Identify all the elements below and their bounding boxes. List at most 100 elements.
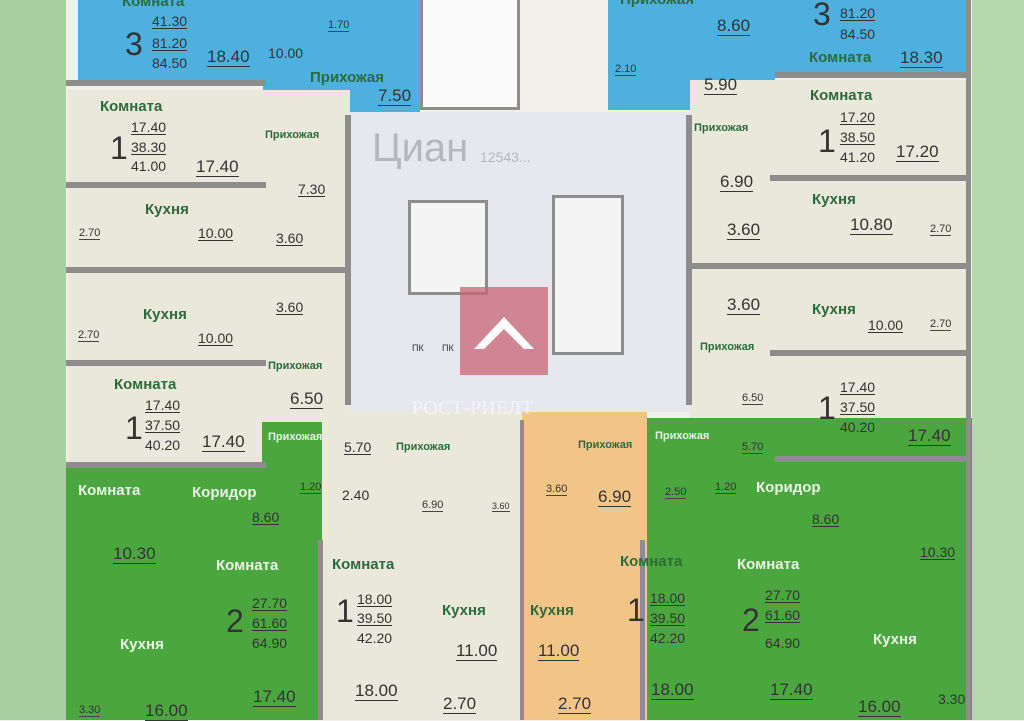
wc-area: 1.70 xyxy=(328,19,350,32)
total-area: 81.20 xyxy=(840,5,876,21)
hall-label: Прихожая xyxy=(310,69,385,86)
listing-id-watermark: 12543... xyxy=(480,149,531,165)
hall-label: Прихожая xyxy=(268,431,323,443)
kitchen-label: Кухня xyxy=(812,301,856,318)
living-area: 17.40 xyxy=(131,119,167,135)
total-with-balcony: 84.50 xyxy=(840,26,876,42)
room-label: Комната xyxy=(620,553,683,570)
living-area: 18.00 xyxy=(650,590,686,606)
kitchen-label: Кухня xyxy=(530,602,574,619)
wc-area: 1.20 xyxy=(715,481,737,494)
room-count: 2 xyxy=(226,603,244,639)
total-area: 61.60 xyxy=(765,607,801,623)
hall-label: Прихожая xyxy=(694,122,749,134)
room-area: 10.30 xyxy=(920,544,956,560)
hall-label: Прихожая xyxy=(265,129,320,141)
apt1-mid-right-fill xyxy=(522,412,647,720)
room-label: Комната xyxy=(216,557,279,574)
living-area: 17.40 xyxy=(145,397,181,413)
balcony-area: 3.30 xyxy=(938,691,966,707)
room-count: 1 xyxy=(818,390,836,426)
wall xyxy=(66,80,266,86)
stairwell xyxy=(420,0,520,110)
hall-area: 7.50 xyxy=(378,86,412,106)
kitchen-area: 10.00 xyxy=(868,317,904,333)
total-area: 37.50 xyxy=(840,399,876,415)
wall xyxy=(770,175,970,181)
total-with-balcony: 41.00 xyxy=(131,158,167,174)
kitchen-label: Кухня xyxy=(442,602,486,619)
room-area: 18.00 xyxy=(651,680,694,700)
room-area: 10.00 xyxy=(268,45,304,61)
wall xyxy=(775,456,971,462)
living-area: 27.70 xyxy=(765,587,801,603)
kitchen-label: Кухня xyxy=(120,636,164,653)
wc-area: 1.20 xyxy=(300,481,322,494)
bath-area: 3.60 xyxy=(276,299,304,315)
elevator-shaft xyxy=(408,200,488,295)
total-with-balcony: 84.50 xyxy=(152,55,188,71)
hall-area: 6.90 xyxy=(720,172,754,192)
wall xyxy=(345,115,351,405)
room-label: Комната xyxy=(332,556,395,573)
wall xyxy=(318,540,323,720)
corridor-label: Коридор xyxy=(756,479,821,496)
elevator-shaft xyxy=(552,195,624,355)
total-with-balcony: 64.90 xyxy=(252,635,288,651)
agency-logo xyxy=(460,287,548,375)
hall-area: 5.70 xyxy=(344,439,372,455)
wc-area: 2.10 xyxy=(615,63,637,76)
room-label: Комната xyxy=(78,482,141,499)
total-area: 81.20 xyxy=(152,35,188,51)
wall xyxy=(66,462,266,468)
hall-area: 6.50 xyxy=(290,389,324,409)
room-label: Комната xyxy=(100,98,163,115)
total-with-balcony: 42.20 xyxy=(650,630,686,646)
kitchen-label: Кухня xyxy=(873,631,917,648)
corridor-label: Коридор xyxy=(192,484,257,501)
hall-area: 8.60 xyxy=(717,16,751,36)
room-count: 3 xyxy=(813,0,831,32)
room-count: 2 xyxy=(742,602,760,638)
room-area: 17.40 xyxy=(908,426,951,446)
room-label: Комната xyxy=(809,49,872,66)
hall-label: Прихожая xyxy=(268,360,323,372)
bath-area: 3.60 xyxy=(727,295,761,315)
fire-hydrant-label: ПК xyxy=(442,343,454,353)
total-with-balcony: 42.20 xyxy=(357,630,393,646)
wall xyxy=(775,72,971,78)
room-area: 17.40 xyxy=(770,680,813,700)
apt1-left-a-fill xyxy=(68,90,350,360)
room-count: 1 xyxy=(125,410,143,446)
balcony-area: 2.70 xyxy=(79,227,101,240)
corridor-area: 8.60 xyxy=(252,509,280,525)
kitchen-label: Кухня xyxy=(812,191,856,208)
room-area: 17.40 xyxy=(202,432,245,452)
total-area: 39.50 xyxy=(357,610,393,626)
hall-area: 6.50 xyxy=(742,392,764,405)
total-with-balcony: 64.90 xyxy=(765,635,801,651)
hall-label: Прихожая xyxy=(700,341,755,353)
living-area: 41.30 xyxy=(152,13,188,29)
apt2-right-fill xyxy=(647,418,972,720)
agency-watermark: РОСТ-РИЕЛТ xyxy=(412,397,534,419)
kitchen-area: 10.00 xyxy=(198,225,234,241)
kitchen-area: 16.00 xyxy=(858,697,901,717)
hall-label: Прихожая xyxy=(655,430,710,442)
bath-area: 3.60 xyxy=(276,230,304,246)
balcony-area: 2.70 xyxy=(930,223,952,236)
room-label: Комната xyxy=(122,0,185,10)
hall-label: Прихожая xyxy=(620,0,694,7)
wall xyxy=(770,350,970,356)
wall xyxy=(966,0,971,720)
bath-area: 3.60 xyxy=(492,501,510,512)
room-area: 18.40 xyxy=(207,47,250,67)
balcony-area: 2.70 xyxy=(443,694,477,714)
balcony-area: 2.70 xyxy=(78,329,100,342)
kitchen-area: 11.00 xyxy=(456,641,498,661)
living-area: 17.40 xyxy=(840,379,876,395)
room-label: Комната xyxy=(810,87,873,104)
total-area: 37.50 xyxy=(145,417,181,433)
bath-area: 3.60 xyxy=(546,483,568,496)
wall xyxy=(520,420,524,720)
